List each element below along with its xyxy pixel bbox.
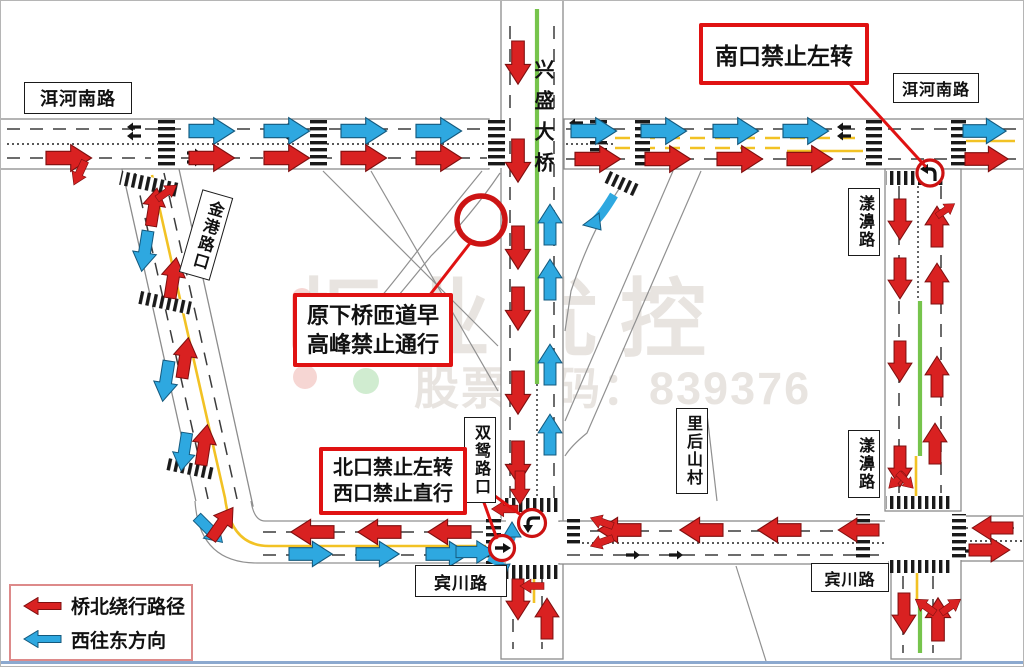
callout-south-no-left-turn: 南口禁止左转 — [699, 23, 869, 85]
crosswalk — [889, 560, 953, 573]
callout-ramp-line2: 高峰禁止通行 — [307, 332, 440, 357]
window-bottom-edge — [1, 661, 1023, 664]
red-left-arrow-icon — [23, 596, 62, 615]
watermark-stock-text: 股票代码：839376 — [414, 363, 812, 414]
prohibition-signs — [454, 158, 945, 563]
jingang-yellow-line — [150, 174, 487, 548]
label-yangbi-road-north: 漾濞路 — [848, 188, 880, 256]
callout-north-no-left: 北口禁止左转 — [333, 457, 453, 479]
no-straight-sign-west — [487, 533, 517, 563]
callout-ramp-line1: 原下桥匝道早 — [307, 303, 440, 328]
label-xingsheng-bridge: 兴盛大桥 — [531, 59, 553, 183]
blue-left-arrow-icon — [23, 630, 62, 649]
crosswalk — [138, 291, 192, 315]
road-binchuan-west-outer-edge — [194, 500, 506, 564]
crosswalk — [567, 519, 580, 545]
blue-ramp-curve-head — [581, 212, 602, 231]
legend-item-detour: 桥北绕行路径 — [21, 592, 191, 619]
ramp-closure-ring — [454, 193, 508, 247]
label-erhe-south-road-east: 洱河南路 — [893, 73, 979, 103]
callout-ramp-closed: 原下桥匝道早 高峰禁止通行 — [293, 293, 454, 367]
legend-west-east-label: 西往东方向 — [71, 630, 167, 652]
legend: 桥北绕行路径 西往东方向 — [9, 584, 193, 661]
no-left-turn-sign-north — [516, 507, 548, 539]
label-lihou-village: 里后山村 — [676, 408, 708, 494]
junction-patch-shuangyuan-east — [557, 522, 567, 563]
callout-north-west-restrictions: 北口禁止左转 西口禁止直行 — [319, 447, 467, 515]
crosswalk — [952, 514, 966, 560]
crosswalk — [886, 496, 950, 509]
crosswalk — [488, 120, 505, 168]
watermark-logo-green-dot — [353, 368, 379, 394]
crosswalk — [951, 120, 966, 168]
legend-item-west-east: 西往东方向 — [21, 626, 191, 653]
label-yangbi-road-south: 漾濞路 — [848, 430, 880, 498]
junction-patch-yangbi-binchuan — [885, 513, 953, 561]
crosswalk — [856, 514, 870, 560]
label-binchuan-road-east: 宾川路 — [811, 563, 889, 592]
crosswalk — [504, 565, 561, 579]
crosswalk — [158, 120, 175, 168]
no-left-turn-sign-south — [915, 158, 945, 188]
crosswalk — [866, 120, 882, 168]
label-erhe-south-road-west: 洱河南路 — [24, 82, 132, 114]
legend-detour-label: 桥北绕行路径 — [71, 597, 186, 619]
crosswalk — [604, 171, 641, 198]
road-binchuan-west-inner-edge — [250, 500, 506, 522]
blue-turn-head-up — [502, 521, 522, 538]
label-shuangyuan-intersection: 双鸳路口 — [464, 417, 496, 503]
west-east-blue-arrows — [129, 117, 1007, 580]
crosswalk — [310, 120, 327, 168]
label-binchuan-road-west: 宾川路 — [415, 565, 507, 597]
callout-west-no-straight: 西口禁止直行 — [333, 483, 453, 505]
watermark-logo-red-dot — [293, 365, 317, 389]
